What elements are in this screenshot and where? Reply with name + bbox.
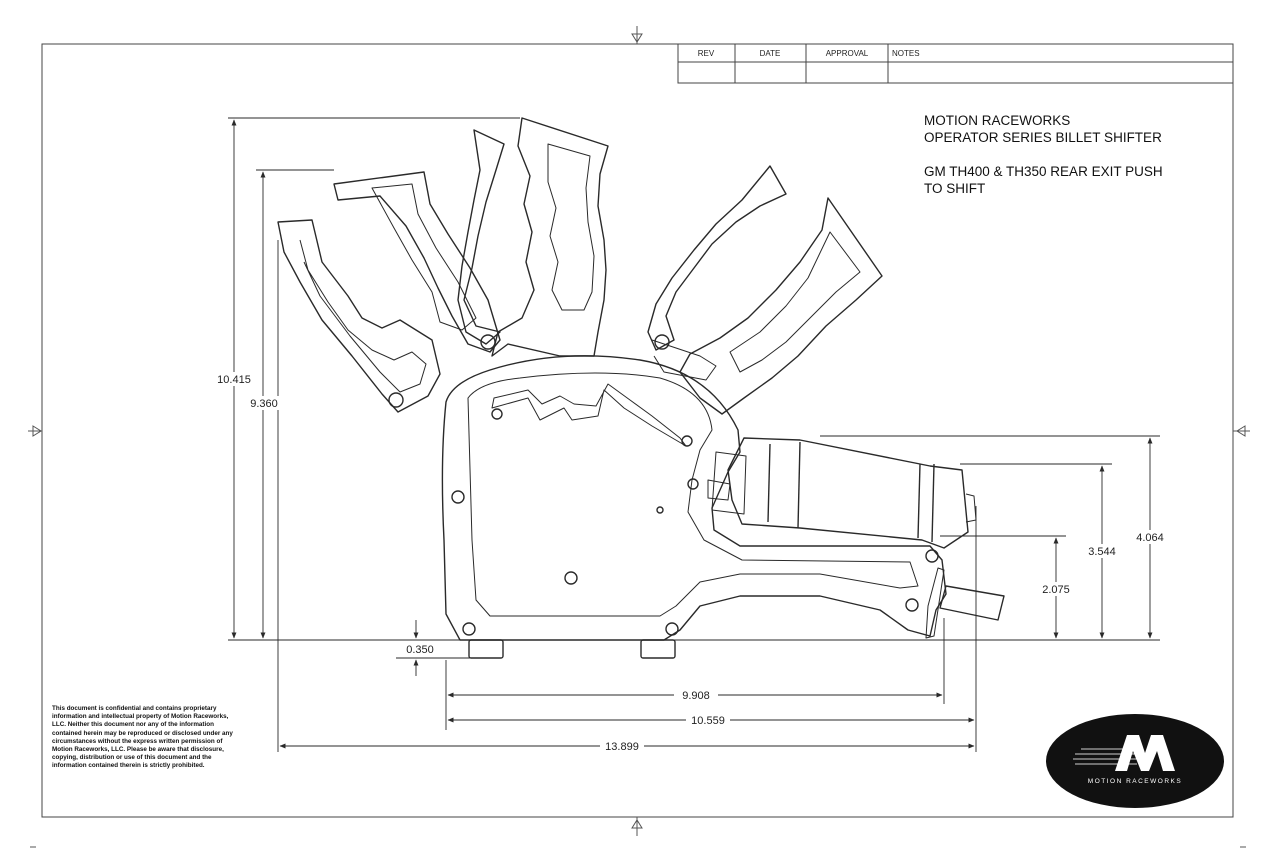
handle-position-3	[457, 129, 505, 350]
rev-header-rev: REV	[698, 49, 715, 58]
dim-cylinder-mid: 3.544	[1088, 546, 1116, 558]
revision-block: REV DATE APPROVAL NOTES	[677, 43, 1234, 84]
dimension-labels: 10.415 9.360 4.064 3.544 2.075 0.350 9.9…	[214, 372, 1170, 753]
title-company: MOTION RACEWORKS	[924, 113, 1071, 128]
handle-position-2	[333, 171, 501, 353]
motion-raceworks-logo: MOTION RACEWORKS	[1045, 713, 1225, 809]
title-application-line2: TO SHIFT	[924, 181, 986, 196]
dim-width-mid: 10.559	[691, 715, 725, 727]
rev-header-approval: APPROVAL	[826, 49, 869, 58]
logo-m-letterform	[1115, 735, 1175, 771]
handle-position-1	[277, 219, 441, 413]
dim-width-overall: 13.899	[605, 741, 639, 753]
dim-foot-offset: 0.350	[406, 644, 434, 656]
logo-wordmark: MOTION RACEWORKS	[1087, 778, 1183, 785]
confidential-notice: This document is confidential and contai…	[52, 705, 233, 770]
handle-position-4	[491, 117, 609, 357]
title-product: OPERATOR SERIES BILLET SHIFTER	[924, 130, 1162, 145]
centering-marks	[28, 26, 1250, 848]
dim-overall-height: 10.415	[217, 374, 251, 386]
handle-position-5	[647, 165, 787, 381]
dim-cylinder-top: 4.064	[1136, 532, 1164, 544]
shift-cylinder	[707, 437, 1005, 639]
shifter-drawing	[277, 117, 1005, 659]
dim-width-inner: 9.908	[682, 690, 710, 702]
dim-handle-height: 9.360	[250, 398, 278, 410]
rev-header-date: DATE	[760, 49, 781, 58]
dim-cylinder-axis: 2.075	[1042, 584, 1070, 596]
shifter-base	[441, 355, 947, 659]
title-application-line1: GM TH400 & TH350 REAR EXIT PUSH	[924, 164, 1163, 179]
title-block: MOTION RACEWORKS OPERATOR SERIES BILLET …	[924, 112, 1224, 197]
rev-header-notes: NOTES	[892, 49, 920, 58]
dimension-lines	[228, 117, 1160, 752]
handle-position-6	[679, 197, 883, 415]
